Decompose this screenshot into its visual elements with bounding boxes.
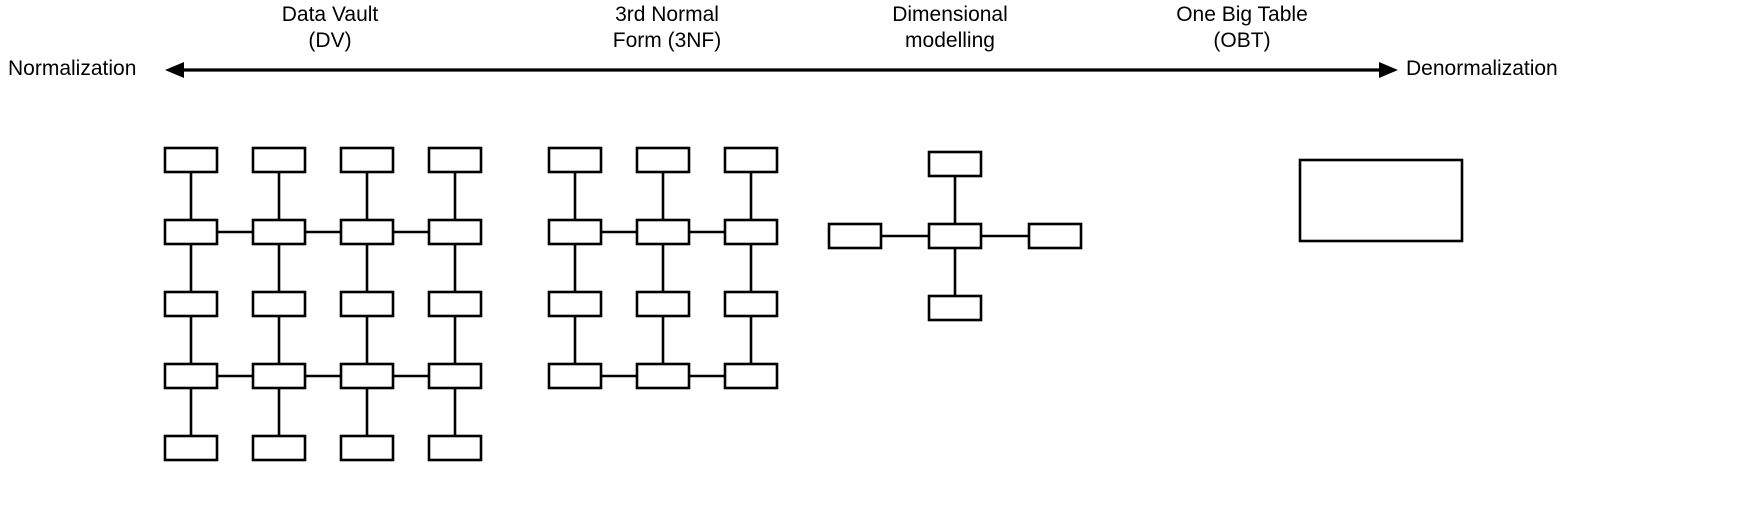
arrowhead-right-icon [1379,62,1398,78]
column-title-one-big-table: One Big Table (OBT) [1176,3,1308,52]
data-vault-model [163,146,483,462]
table-box [427,218,483,246]
table-box [427,146,483,174]
table-box [547,362,603,390]
table-box [163,146,219,174]
table-box [547,290,603,318]
table-box [427,290,483,318]
dimension-table-top [927,150,983,178]
table-box [635,218,691,246]
table-box [163,218,219,246]
arrowhead-left-icon [165,62,184,78]
column-title-third-normal-form: 3rd Normal Form (3NF) [612,3,722,52]
one-big-table-model [1298,158,1464,243]
table-box [547,218,603,246]
table-box [723,218,779,246]
table-box [163,434,219,462]
column-title-dimensional-modelling: Dimensional modelling [892,3,1008,52]
table-box [163,362,219,390]
third-normal-form-model [547,146,779,390]
fact-table [927,222,983,250]
table-box [251,218,307,246]
table-box [339,362,395,390]
table-box [163,290,219,318]
table-box [251,146,307,174]
dimensional-model-star [827,150,1083,322]
column-title-data-vault: Data Vault (DV) [281,3,379,52]
table-box [427,362,483,390]
table-box [635,362,691,390]
table-box [339,146,395,174]
table-box [427,434,483,462]
spectrum-axis [165,62,1398,78]
dimension-table-bottom [927,294,983,322]
axis-label-normalization: Normalization [8,57,137,80]
table-box [339,218,395,246]
dimension-table-left [827,222,883,250]
table-box [547,146,603,174]
table-box [723,362,779,390]
table-box [339,290,395,318]
table-box [339,434,395,462]
table-box [251,362,307,390]
table-box [723,290,779,318]
dimension-table-right [1027,222,1083,250]
table-box [635,290,691,318]
one-big-table-box [1298,158,1464,243]
table-box [251,290,307,318]
axis-label-denormalization: Denormalization [1406,57,1558,80]
table-box [723,146,779,174]
table-box [251,434,307,462]
table-box [635,146,691,174]
